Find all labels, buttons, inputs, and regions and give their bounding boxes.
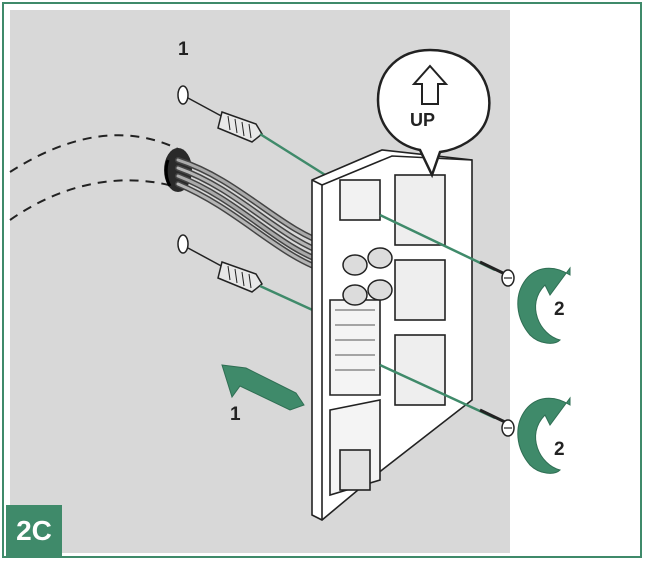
callout-dowel-top: 1 <box>178 39 189 60</box>
callout-rotate-lower: 2 <box>554 439 565 460</box>
rotate-arrow-upper <box>517 266 571 344</box>
callout-rotate-upper: 2 <box>554 299 565 320</box>
step-badge: 2C <box>6 505 62 557</box>
dowel-top <box>177 85 331 180</box>
push-arrow <box>221 364 305 411</box>
terminal-connectors <box>342 247 393 306</box>
rotate-arrow-lower <box>517 396 571 474</box>
hidden-conduit <box>9 134 181 221</box>
screw-upper <box>379 213 515 287</box>
mounting-bracket <box>311 149 473 521</box>
screw-lower <box>379 363 515 437</box>
up-arrow-icon <box>411 64 449 105</box>
callout-push-arrow: 1 <box>230 404 241 425</box>
up-label: UP <box>410 110 436 130</box>
up-orientation-callout <box>376 48 491 179</box>
